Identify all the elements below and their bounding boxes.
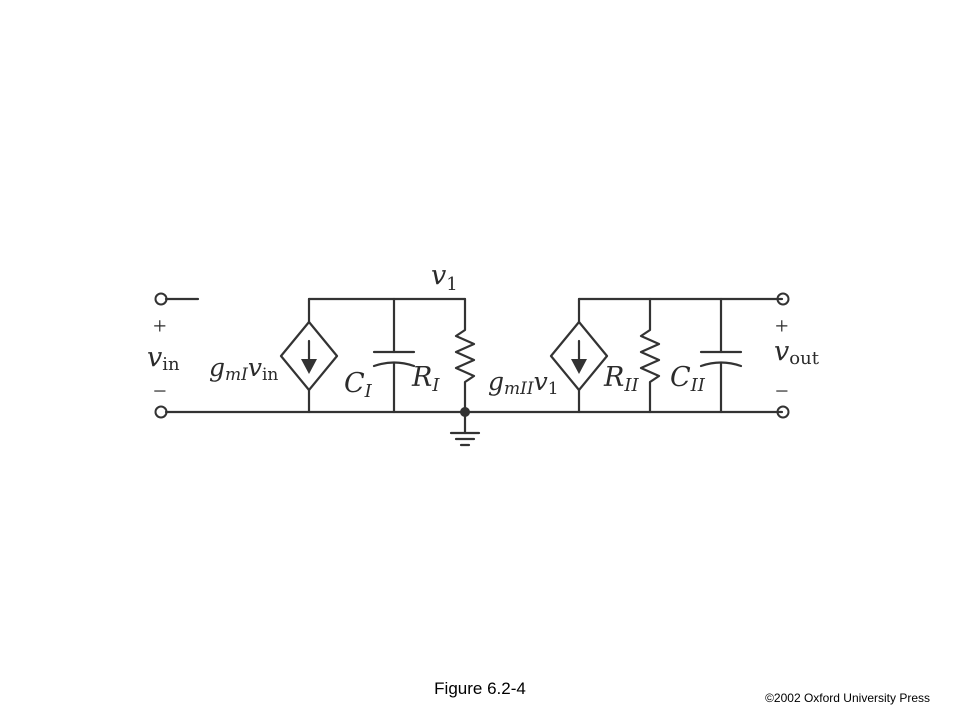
capacitor-c-one	[372, 297, 416, 414]
output-minus-sign: −	[775, 379, 789, 405]
input-terminal-top	[154, 292, 168, 306]
output-plus-sign: +	[775, 314, 789, 340]
stage-two	[463, 297, 784, 414]
gm-two-label: gmIIv1	[488, 367, 559, 399]
gm-one-label: gmIvin	[209, 353, 278, 385]
output-terminal-bottom	[776, 405, 790, 419]
dependent-current-source-two	[549, 297, 609, 414]
output-terminal-top	[776, 292, 790, 306]
r-two-label: RII	[603, 362, 639, 396]
v1-node-label: v1	[431, 260, 458, 295]
capacitor-c-two	[699, 297, 743, 414]
resistor-r-two	[639, 297, 661, 414]
stage-one	[164, 297, 476, 414]
input-minus-sign: −	[153, 379, 167, 405]
input-plus-sign: +	[153, 314, 167, 340]
copyright-notice: ©2002 Oxford University Press	[765, 691, 930, 705]
v-in-label: vin	[147, 342, 180, 375]
c-two-label: CII	[670, 362, 706, 396]
current-arrow-icon	[571, 359, 587, 374]
figure-caption: Figure 6.2-4	[434, 679, 526, 698]
input-terminal-bottom	[154, 405, 168, 419]
v-out-label: vout	[774, 336, 820, 369]
r-one-label: RI	[411, 362, 440, 396]
c-one-label: CI	[344, 368, 373, 402]
resistor-r-one	[454, 297, 476, 414]
current-arrow-icon	[301, 359, 317, 374]
dependent-current-source-one	[279, 297, 339, 414]
